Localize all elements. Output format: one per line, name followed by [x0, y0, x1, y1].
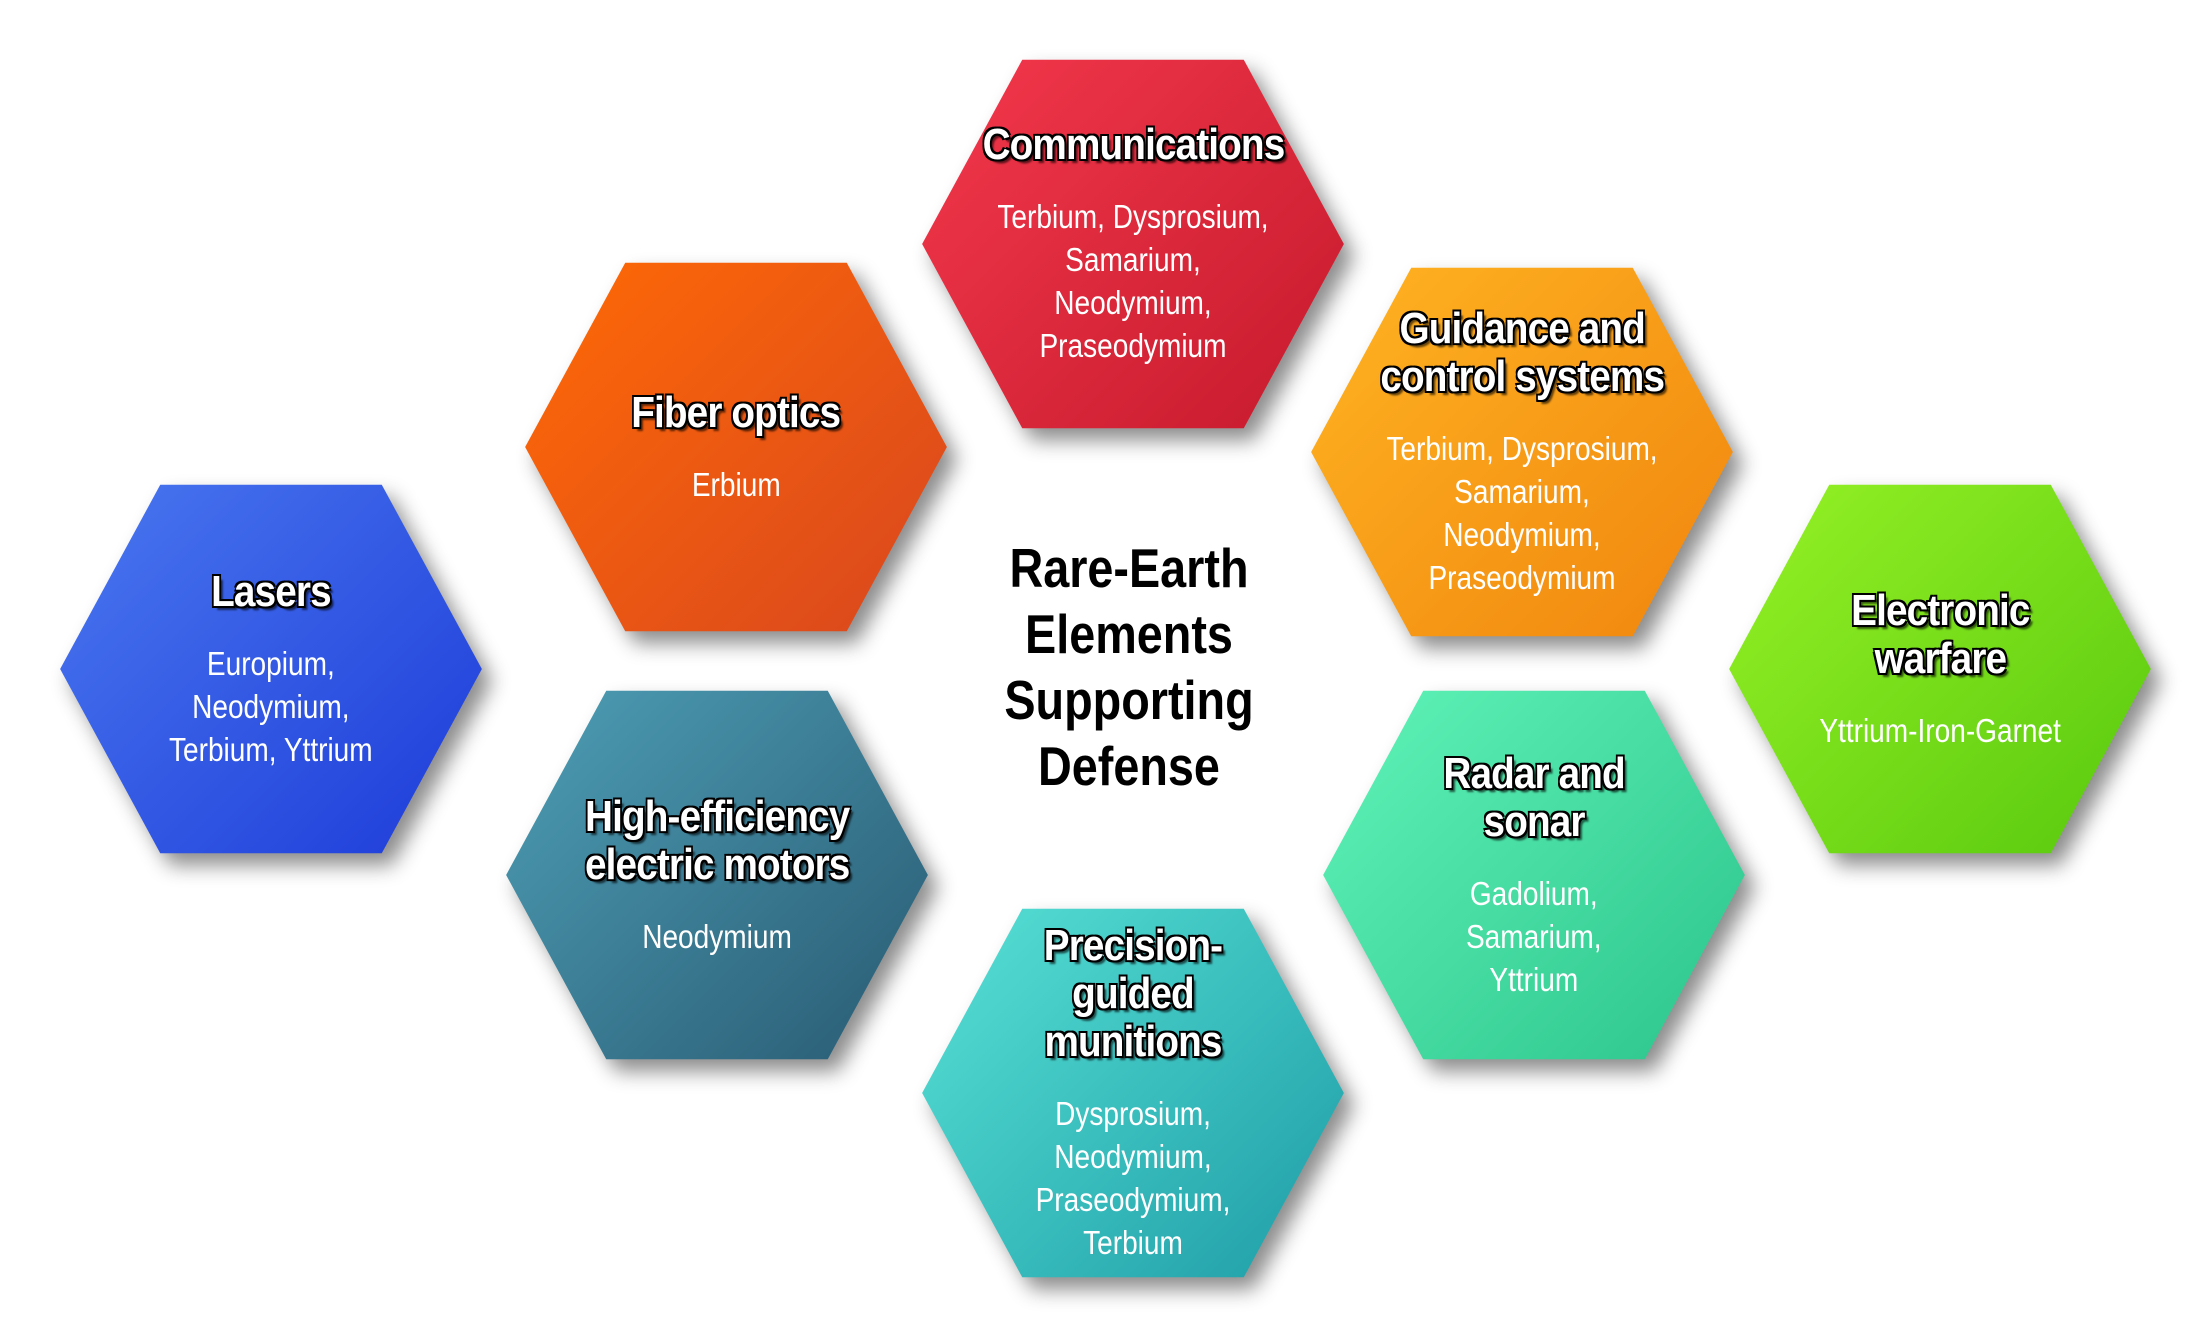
hex-elements: Erbium	[691, 465, 781, 503]
hex-elements: Terbium, Dysprosium, Samarium, Neodymium…	[997, 198, 1269, 364]
hex-elements: Europium, Neodymium, Terbium, Yttrium	[169, 644, 373, 768]
hex-elements: Yttrium-Iron-Garnet	[1819, 711, 2061, 749]
hex-title: Radar and sonar	[1443, 748, 1625, 846]
hex-title: High-efficiency electric motors	[584, 791, 850, 889]
hex-elements: Dysprosium, Neodymium, Praseodymium, Ter…	[1035, 1095, 1231, 1261]
center-title: Rare-Earth Elements Supporting Defense	[1004, 537, 1254, 797]
hex-title: Electronic warfare	[1850, 585, 2030, 683]
hex-title: Guidance and control systems	[1380, 304, 1665, 401]
hex-title: Communications	[982, 120, 1285, 169]
hex-elements: Gadolium, Samarium, Yttrium	[1466, 874, 1602, 998]
hex-elements: Terbium, Dysprosium, Samarium, Neodymium…	[1386, 430, 1658, 596]
hex-elements: Neodymium	[642, 917, 792, 955]
hex-title: Precision- guided munitions	[1043, 921, 1223, 1066]
hex-title: Lasers	[211, 566, 331, 616]
hex-title: Fiber optics	[631, 387, 842, 437]
